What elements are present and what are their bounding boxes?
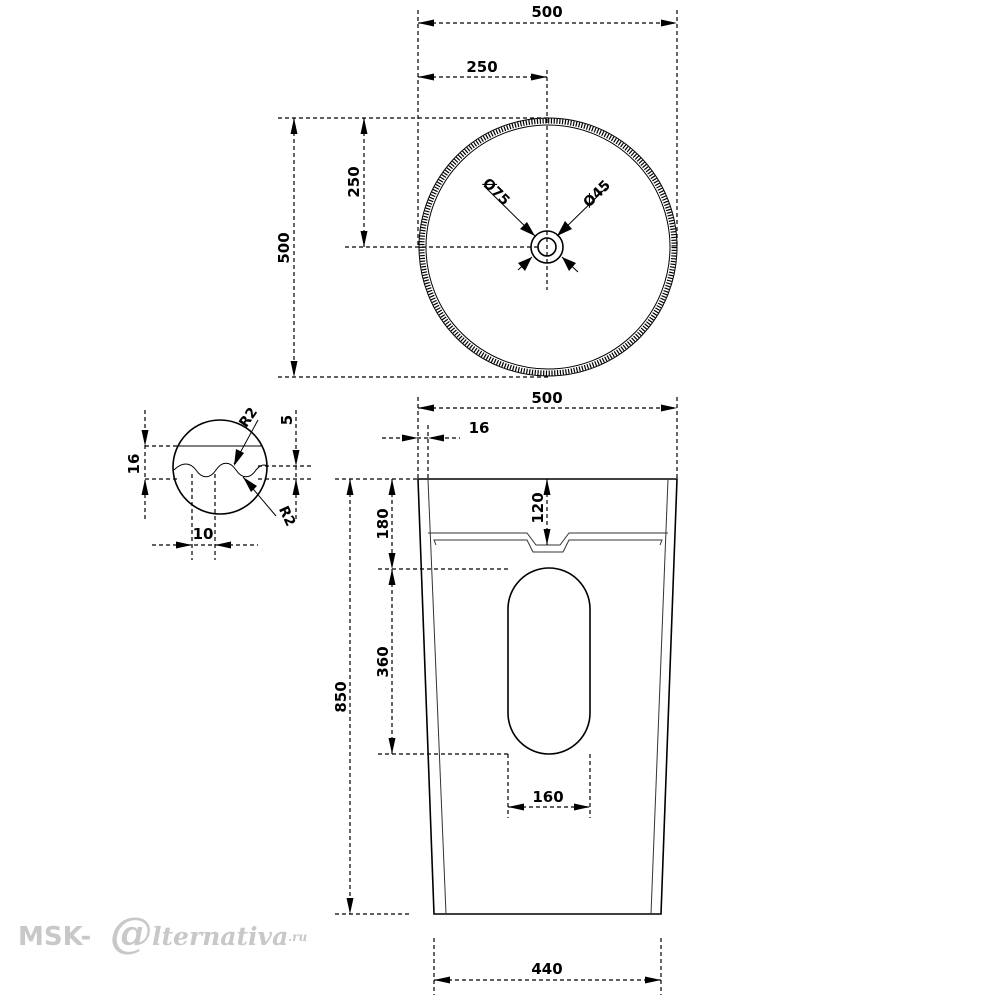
pedestal-outline [417,478,678,915]
dim-label-440: 440 [531,960,562,978]
arrow-head [428,434,444,442]
arrow-head [520,222,535,236]
dim-label-top-height: 500 [275,232,293,263]
top-view: 500 250 500 250 Ø75 Ø45 [275,3,678,378]
arrow-head [346,898,354,914]
pedestal-inner-wall-right [650,478,669,915]
basin-rim-inner [425,124,671,370]
arrow-head [434,976,450,984]
dim-label-front-top-width: 500 [531,389,562,407]
arrow-head [661,19,677,27]
pedestal-inner-wall [427,478,447,915]
arrow-head [645,976,661,984]
arrow-head [234,449,244,466]
dim-label-top-width: 500 [531,3,562,21]
dim-label-850: 850 [332,681,350,712]
arrow-head [360,118,368,134]
arrow-head [388,569,396,585]
watermark-brand-left: MSK- [18,922,91,952]
arrow-head [418,73,434,81]
arrow-head [346,479,354,495]
dim-label-drain-outer: Ø75 [479,175,513,209]
arrow-head [562,257,576,271]
arrow-head [531,73,547,81]
arrow-head [402,434,418,442]
rear-slot-opening [507,567,591,755]
arrow-head [290,361,298,377]
arrow-head [557,221,572,236]
dim-label-detail-5: 5 [278,415,296,425]
arrow-head [518,257,532,271]
front-view: 500 16 120 180 360 850 [332,389,678,995]
arrow-head [388,738,396,754]
arrow-head [141,430,149,446]
dim-label-160: 160 [532,788,563,806]
dim-label-detail-16: 16 [125,454,143,475]
dim-label-detail-10: 10 [193,525,214,543]
dim-label-180: 180 [374,508,392,539]
dim-label-wall: 16 [469,419,490,437]
basin-bowl-inner-line [433,539,663,553]
arrow-head [388,479,396,495]
dim-label-top-half-width: 250 [466,58,497,76]
dim-label-radius-top: R2 [236,405,261,431]
arrow-head [292,479,300,495]
arrow-head [243,477,257,492]
rim-detail-view: 16 5 10 R2 R2 [125,405,312,560]
dim-label-top-half-height: 250 [345,166,363,197]
watermark-brand-right: lternativa [152,922,288,951]
arrow-head [292,450,300,466]
dim-label-radius-bottom: R2 [275,504,298,529]
basin-bowl-line [428,532,668,546]
detail-circle [172,419,268,515]
arrow-head [176,541,192,549]
arrow-head [574,803,590,811]
arrow-head [388,553,396,569]
dim-label-360: 360 [374,646,392,677]
arrow-head [290,118,298,134]
watermark-brand-tld: .ru [288,930,308,944]
arrow-head [661,404,677,412]
arrow-head [360,231,368,247]
arrow-head [508,803,524,811]
watermark-brand-at: @ [110,908,152,957]
dim-label-drain-inner: Ø45 [580,177,614,211]
arrow-head [141,479,149,495]
watermark-logo: MSK- @ lternativa .ru [18,908,308,957]
arrow-head [418,404,434,412]
arrow-head [418,19,434,27]
arrow-head [215,541,231,549]
arrow-head [543,529,551,545]
detail-wave-profile [173,462,268,478]
dim-label-basin-depth: 120 [529,492,547,523]
arrow-head [543,479,551,495]
